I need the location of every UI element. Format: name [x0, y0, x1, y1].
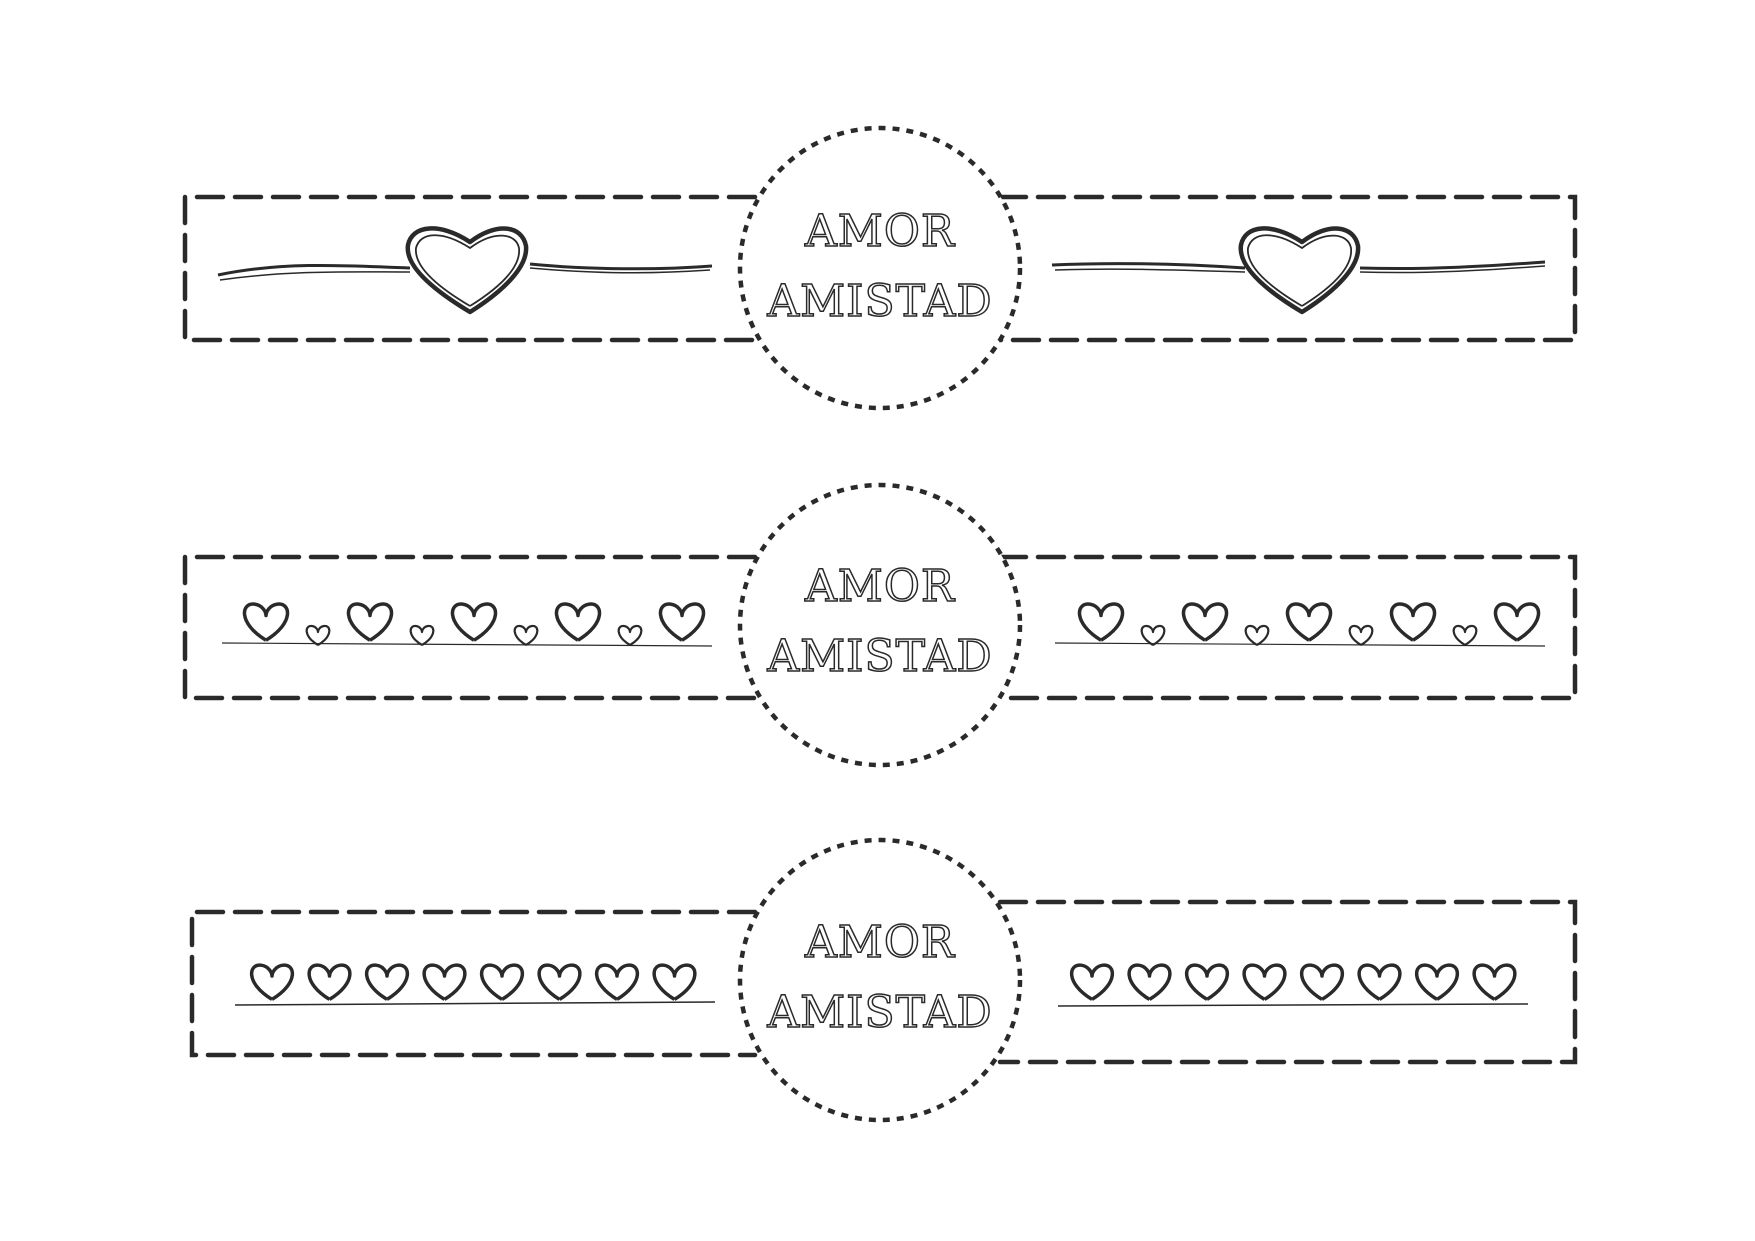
- heart-icon: [1242, 963, 1287, 1001]
- band-2-label-top: AMOR: [804, 561, 956, 612]
- heart-icon: [1472, 963, 1517, 1001]
- band-1-cut-outline: [182, 194, 1578, 343]
- heart-icon: [450, 602, 498, 642]
- small-heart-icon: [513, 624, 539, 646]
- heart-icon: [554, 602, 602, 642]
- small-heart-icon: [1348, 624, 1374, 646]
- band-2: AMOR AMISTAD: [182, 482, 1578, 768]
- heart-icon: [364, 963, 410, 1001]
- heart-icon: [1069, 963, 1115, 1001]
- heart-icon: [658, 602, 706, 642]
- heart-icon: [307, 963, 352, 1001]
- band-1-label-bottom: AMISTAD: [766, 276, 992, 327]
- small-heart-icon: [1452, 624, 1478, 646]
- heart-icon: [1285, 602, 1333, 642]
- band-2-hearts-left: [242, 602, 706, 646]
- small-heart-icon: [1140, 624, 1166, 646]
- heart-icon: [479, 963, 525, 1001]
- band-1-label-circle: [737, 125, 1023, 411]
- heart-icon: [1299, 963, 1345, 1001]
- band-1-heart-right-icon: [1238, 226, 1361, 315]
- band-2-cut-outline: [182, 554, 1578, 701]
- heart-icon: [1184, 963, 1230, 1001]
- heart-icon: [422, 963, 467, 1001]
- band-3-hearts-right: [1069, 963, 1517, 1001]
- heart-icon: [1389, 602, 1437, 642]
- heart-icon: [1181, 602, 1229, 642]
- band-1-heart-left-icon: [405, 226, 529, 315]
- band-3-cut-outline: [189, 899, 1578, 1065]
- band-3-label-bottom: AMISTAD: [766, 987, 992, 1038]
- small-heart-icon: [305, 624, 331, 646]
- band-3-hearts-left: [249, 963, 697, 1001]
- heart-icon: [249, 963, 295, 1001]
- small-heart-icon: [409, 624, 435, 646]
- band-3: AMOR AMISTAD: [189, 837, 1578, 1123]
- heart-icon: [1493, 602, 1541, 642]
- heart-icon: [594, 963, 640, 1001]
- band-3-label-circle: [737, 837, 1023, 1123]
- heart-icon: [1127, 963, 1172, 1001]
- heart-icon: [1414, 963, 1460, 1001]
- band-2-label-bottom: AMISTAD: [766, 631, 992, 682]
- band-1: AMOR AMISTAD: [182, 125, 1578, 411]
- heart-icon: [652, 963, 697, 1001]
- band-2-label-circle: [737, 482, 1023, 768]
- small-heart-icon: [617, 624, 643, 646]
- heart-icon: [242, 602, 290, 642]
- band-1-label-top: AMOR: [804, 206, 956, 257]
- band-3-label-top: AMOR: [804, 917, 956, 968]
- heart-icon: [537, 963, 582, 1001]
- heart-icon: [1357, 963, 1402, 1001]
- band-2-hearts-right: [1077, 602, 1541, 646]
- heart-icon: [1077, 602, 1125, 642]
- heart-icon: [346, 602, 394, 642]
- small-heart-icon: [1244, 624, 1270, 646]
